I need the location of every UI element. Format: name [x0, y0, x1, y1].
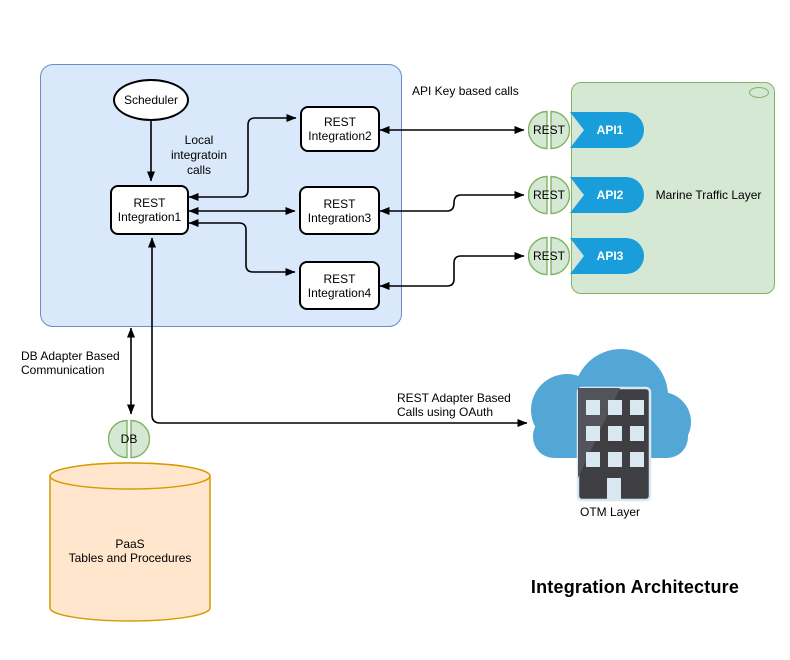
diagram-title: Integration Architecture: [530, 577, 740, 597]
rest-adapter-label: REST Adapter Based Calls using OAuth: [397, 391, 511, 419]
db-interface-label: DB: [120, 432, 138, 446]
rest-interface1-label: REST: [532, 123, 565, 137]
rest-integration1-node: REST Integration1: [110, 185, 189, 235]
api1-shape: [570, 112, 644, 148]
rest-integration3-node: REST Integration3: [299, 186, 380, 235]
rest-integration3-label: REST Integration3: [307, 196, 372, 225]
paas-database-label: PaaS Tables and Procedures: [68, 537, 192, 565]
rest-interface3-icon: [528, 236, 570, 276]
marine-layer-label: Marine Traffic Layer: [655, 188, 762, 202]
local-integration-calls-label: Local integratoin calls: [170, 133, 228, 177]
api-key-calls-label: API Key based calls: [412, 84, 519, 98]
api3-label: API3: [596, 249, 624, 263]
rest-interface1-icon: [528, 110, 570, 150]
rest-interface2-label: REST: [532, 188, 565, 202]
rest-integration4-node: REST Integration4: [299, 261, 380, 310]
db-adapter-label: DB Adapter Based Communication: [21, 349, 120, 377]
otm-layer-label: OTM Layer: [579, 505, 640, 519]
db-interface-icon: [108, 419, 150, 459]
api3-shape: [570, 238, 644, 274]
api1-label: API1: [596, 123, 624, 137]
otm-cloud-icon: [531, 349, 691, 502]
api2-shape: [570, 177, 644, 213]
rest-integration1-label: REST Integration1: [117, 196, 182, 224]
rest-integration2-node: REST Integration2: [300, 106, 380, 152]
rest-integration4-label: REST Integration4: [307, 271, 372, 300]
paas-database-cylinder: [49, 462, 211, 622]
building-icon: [576, 386, 652, 502]
scheduler-node: Scheduler: [113, 79, 189, 121]
container-corner-ellipse-icon: [749, 87, 769, 98]
rest-interface3-label: REST: [532, 249, 565, 263]
scheduler-label: Scheduler: [123, 93, 179, 107]
rest-interface2-icon: [528, 175, 570, 215]
rest-integration2-label: REST Integration2: [308, 115, 372, 143]
api2-label: API2: [596, 188, 624, 202]
